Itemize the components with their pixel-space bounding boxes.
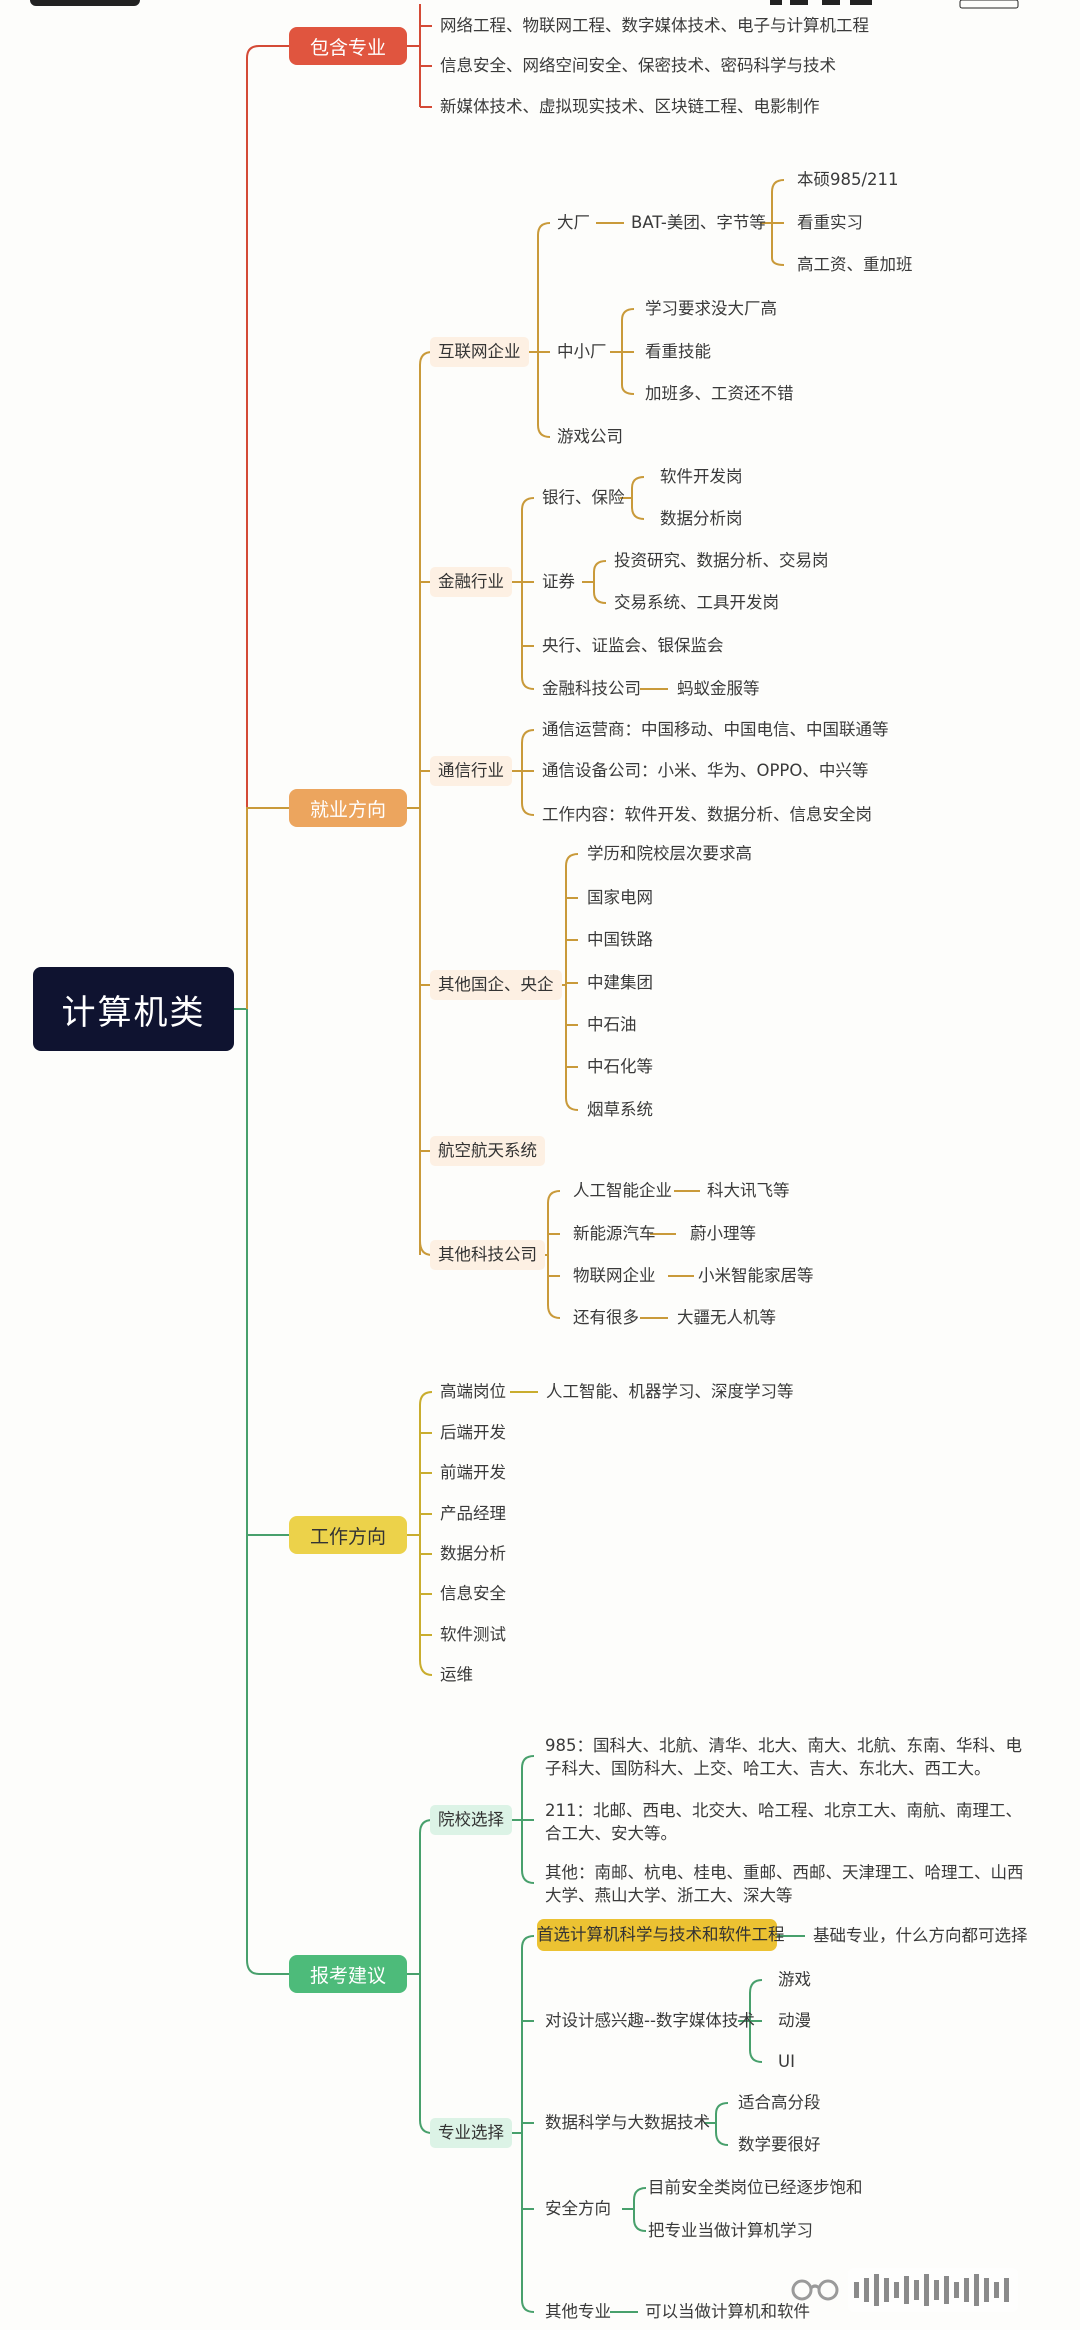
sub-soe: 其他国企、央企 xyxy=(430,970,562,1000)
category-jiuye: 就业方向 xyxy=(289,789,407,827)
sub-aero: 航空航天系统 xyxy=(430,1136,545,1166)
gongzuo-item: 运维 xyxy=(440,1665,473,1684)
gongzuo-item: 前端开发 xyxy=(440,1463,506,1482)
baohan-item: 新媒体技术、虚拟现实技术、区块链工程、电影制作 xyxy=(440,97,820,116)
zhuanye-security: 安全方向 xyxy=(545,2199,611,2218)
tech-detail: 大疆无人机等 xyxy=(677,1308,776,1327)
finance-central: 央行、证监会、银保监会 xyxy=(542,636,724,655)
baohan-item: 网络工程、物联网工程、数字媒体技术、电子与计算机工程 xyxy=(440,16,869,35)
zhongxiao-leaf: 看重技能 xyxy=(645,342,711,361)
bigdata-leaf: 数学要很好 xyxy=(738,2135,821,2154)
zhongxiao-leaf: 学习要求没大厂高 xyxy=(645,299,777,318)
yuanxiao-985-cont: 子科大、国防科大、上交、哈工大、吉大、东北大、西工大。 xyxy=(545,1759,991,1778)
dachang-leaf: 高工资、重加班 xyxy=(797,255,913,274)
tech-detail: 小米智能家居等 xyxy=(698,1266,814,1285)
gongzuo-item: 高端岗位 xyxy=(440,1382,506,1401)
yuanxiao-other: 其他：南邮、杭电、桂电、重邮、西邮、天津理工、哈理工、山西 xyxy=(545,1863,1024,1882)
security-leaf: 目前安全类岗位已经逐步饱和 xyxy=(648,2178,863,2197)
gongzuo-item: 后端开发 xyxy=(440,1423,506,1442)
first-detail: 基础专业，什么方向都可选择 xyxy=(813,1926,1028,1945)
gongzuo-item: 数据分析 xyxy=(440,1544,506,1563)
soe-item: 中建集团 xyxy=(587,973,653,992)
sub-telecom: 通信行业 xyxy=(430,756,512,786)
fintech-detail: 蚂蚁金服等 xyxy=(677,679,760,698)
internet-dachang-detail: BAT-美团、字节等 xyxy=(631,213,766,232)
design-leaf: 动漫 xyxy=(778,2011,811,2030)
yuanxiao-211: 211：北邮、西电、北交大、哈工程、北京工大、南航、南理工、 xyxy=(545,1801,1022,1820)
soe-item: 烟草系统 xyxy=(587,1100,653,1119)
design-leaf: 游戏 xyxy=(778,1970,811,1989)
internet-game: 游戏公司 xyxy=(557,427,623,446)
tech-item: 物联网企业 xyxy=(573,1266,656,1285)
category-gongzuo: 工作方向 xyxy=(289,1516,407,1554)
finance-fintech: 金融科技公司 xyxy=(542,679,641,698)
other-detail: 可以当做计算机和软件 xyxy=(645,2302,810,2321)
category-baohan: 包含专业 xyxy=(289,27,407,65)
gongzuo-high-detail: 人工智能、机器学习、深度学习等 xyxy=(546,1382,794,1401)
soe-item: 中石化等 xyxy=(587,1057,653,1076)
soe-item: 中国铁路 xyxy=(587,930,653,949)
gongzuo-item: 产品经理 xyxy=(440,1504,506,1523)
soe-item: 中石油 xyxy=(587,1015,637,1034)
baohan-item: 信息安全、网络空间安全、保密技术、密码科学与技术 xyxy=(440,56,836,75)
dachang-leaf: 本硕985/211 xyxy=(797,170,899,189)
soe-item: 国家电网 xyxy=(587,888,653,907)
zhuanye-other: 其他专业 xyxy=(545,2302,611,2321)
finance-bank: 银行、保险 xyxy=(542,488,625,507)
soe-item: 学历和院校层次要求高 xyxy=(587,844,752,863)
watermark-glasses-icon xyxy=(791,2279,839,2301)
internet-dachang: 大厂 xyxy=(557,213,590,232)
zhuanye-design: 对设计感兴趣--数字媒体技术 xyxy=(545,2011,755,2030)
tech-detail: 蔚小理等 xyxy=(690,1224,756,1243)
zhuanye-first-choice: 首选计算机科学与技术和软件工程 xyxy=(537,1919,785,1951)
internet-zhongxiao: 中小厂 xyxy=(557,342,607,361)
yuanxiao-211-cont: 合工大、安大等。 xyxy=(545,1824,677,1843)
yuanxiao-other-cont: 大学、燕山大学、浙工大、深大等 xyxy=(545,1886,793,1905)
dachang-leaf: 看重实习 xyxy=(797,213,863,232)
gongzuo-item: 软件测试 xyxy=(440,1625,506,1644)
tech-item: 人工智能企业 xyxy=(573,1181,672,1200)
tech-item: 还有很多 xyxy=(573,1308,639,1327)
sec-leaf: 投资研究、数据分析、交易岗 xyxy=(614,551,829,570)
bank-leaf: 数据分析岗 xyxy=(660,509,743,528)
zhongxiao-leaf: 加班多、工资还不错 xyxy=(645,384,794,403)
sec-leaf: 交易系统、工具开发岗 xyxy=(614,593,779,612)
gongzuo-item: 信息安全 xyxy=(440,1584,506,1603)
telecom-item: 通信运营商：中国移动、中国电信、中国联通等 xyxy=(542,720,889,739)
sub-internet: 互联网企业 xyxy=(430,337,529,367)
yuanxiao-985: 985：国科大、北航、清华、北大、南大、北航、东南、华科、电 xyxy=(545,1736,1022,1755)
finance-sec: 证券 xyxy=(542,572,575,591)
sub-finance: 金融行业 xyxy=(430,567,512,597)
bigdata-leaf: 适合高分段 xyxy=(738,2093,821,2112)
tech-detail: 科大讯飞等 xyxy=(707,1181,790,1200)
watermark-icon xyxy=(848,2268,1018,2312)
telecom-item: 工作内容：软件开发、数据分析、信息安全岗 xyxy=(542,805,872,824)
zhuanye-bigdata: 数据科学与大数据技术 xyxy=(545,2113,710,2132)
sub-tech: 其他科技公司 xyxy=(430,1240,545,1270)
security-leaf: 把专业当做计算机学习 xyxy=(648,2221,813,2240)
design-leaf: UI xyxy=(778,2052,795,2071)
bank-leaf: 软件开发岗 xyxy=(660,467,743,486)
tech-item: 新能源汽车 xyxy=(573,1224,656,1243)
category-baokao: 报考建议 xyxy=(289,1955,407,1993)
sub-zhuanye: 专业选择 xyxy=(430,2118,512,2148)
root-node: 计算机类 xyxy=(33,967,234,1051)
status-bar-time-remnant xyxy=(30,0,140,6)
sub-yuanxiao: 院校选择 xyxy=(430,1805,512,1835)
telecom-item: 通信设备公司：小米、华为、OPPO、中兴等 xyxy=(542,761,869,780)
